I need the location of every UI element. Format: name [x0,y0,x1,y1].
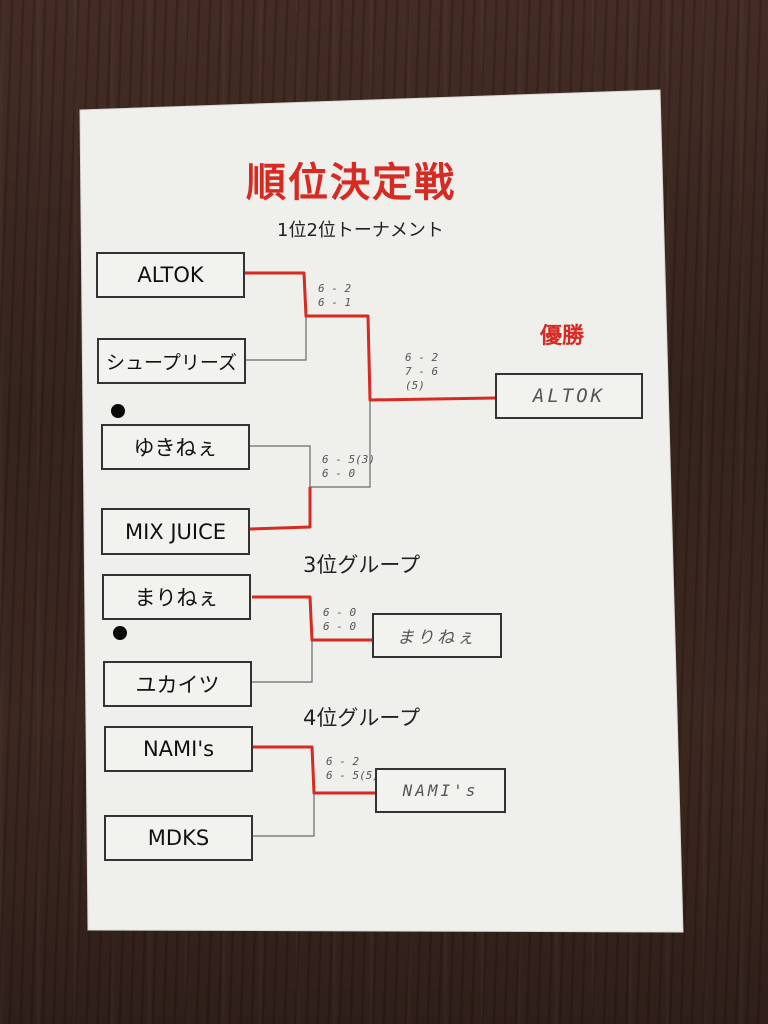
score-group4: 6 - 2 6 - 5(5) [326,755,379,782]
score-semi-1: 6 - 2 6 - 1 [318,282,352,309]
bracket-line-mixjuice-win [249,487,312,531]
bracket-line-final-lower [310,400,371,488]
team-box-namis: NAMI's [104,726,253,772]
marker-dot [113,626,127,640]
team-box-yukaitsu: ユカイツ [103,661,252,707]
group3-label: 3位グループ [303,553,421,577]
team-box-altok: ALTOK [96,252,245,298]
score-final: 6 - 2 7 - 6 (5) [405,351,439,392]
bracket-line-marinee-win [252,595,372,642]
team-box-marinee: まりねぇ [102,574,251,620]
team-box-mixjuice: MIX JUICE [101,508,250,555]
winner-box-champion: ALTOK [495,373,643,419]
champion-label: 優勝 [540,324,585,349]
bracket-line-namis-win [253,745,375,795]
winner-box-group3: まりねぇ [372,613,502,658]
score-semi-2: 6 - 5(3) 6 - 0 [322,453,375,480]
marker-dot [111,404,125,418]
bracket-line-mdks [253,793,315,837]
bracket-line-altok-win [245,271,496,402]
bracket-line-yukaitsu [252,640,313,683]
score-group3: 6 - 0 6 - 0 [323,606,357,633]
team-box-shupuriizu: シュープリーズ [97,338,246,384]
bracket-line-shupuriizu [246,316,307,361]
page-title: 順位決定戦 [246,160,456,206]
winner-box-group4: NAMI's [375,768,506,813]
team-box-yukinee: ゆきねぇ [101,424,250,470]
team-box-mdks: MDKS [104,815,253,861]
page-subtitle: 1位2位トーナメント [277,220,444,241]
bracket-line-yukinee [250,445,311,487]
group4-label: 4位グループ [303,706,421,730]
